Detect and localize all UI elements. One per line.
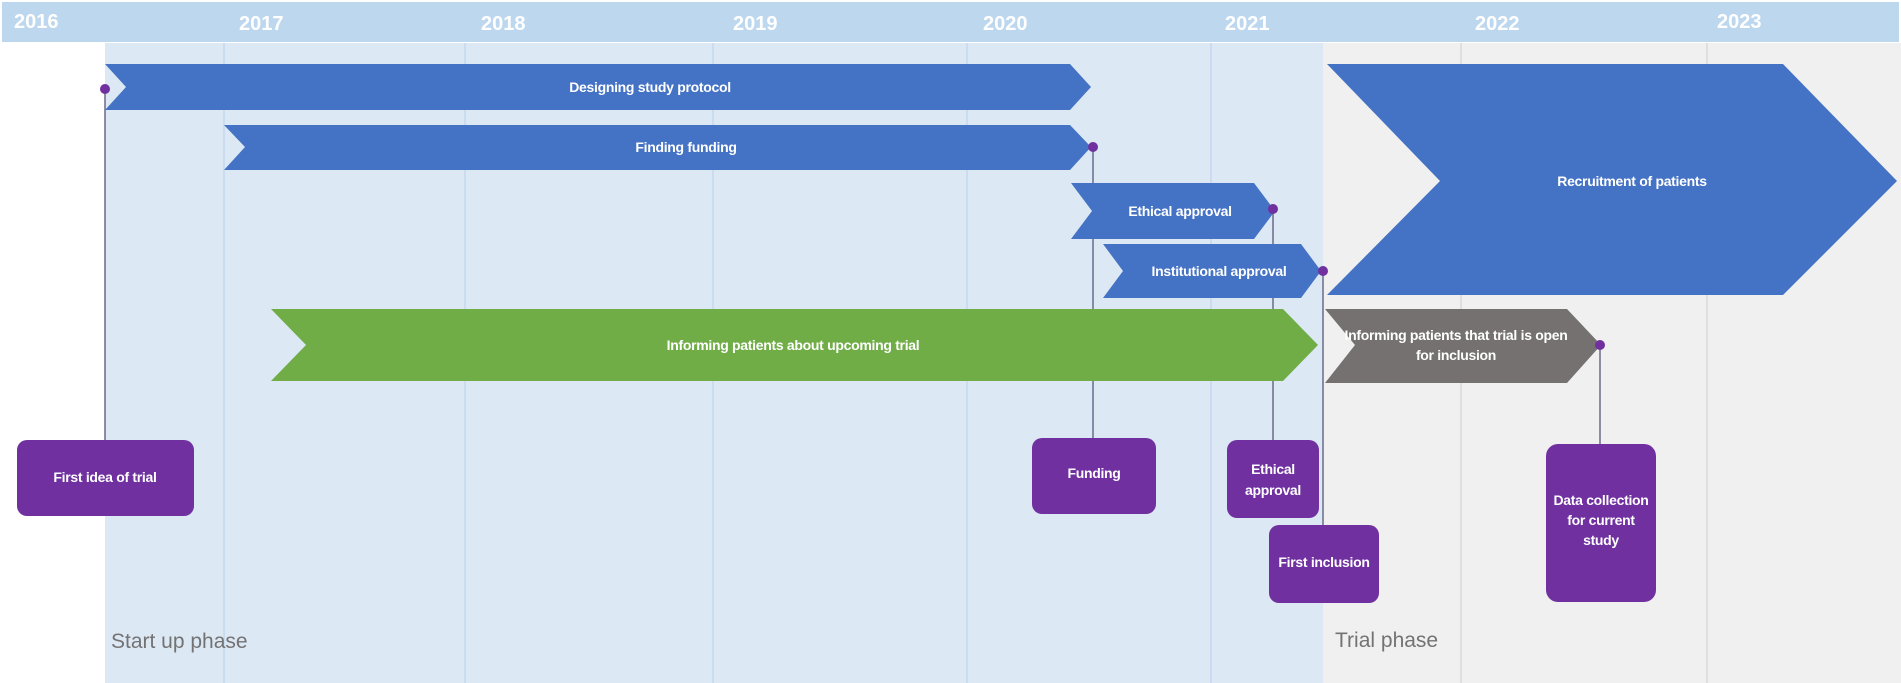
- svg-text:Funding: Funding: [1067, 465, 1120, 481]
- year-label-2018: 2018: [481, 13, 526, 35]
- bar-recruitment-of-patients: Recruitment of patients: [1327, 64, 1897, 295]
- svg-text:for inclusion: for inclusion: [1416, 347, 1496, 363]
- milestone-dot-ethical-approval: [1268, 204, 1278, 214]
- svg-text:study: study: [1583, 532, 1619, 548]
- bar-designing-study-protocol: Designing study protocol: [105, 64, 1091, 110]
- year-label-2020: 2020: [983, 13, 1028, 35]
- svg-text:for current: for current: [1567, 512, 1635, 528]
- svg-text:First inclusion: First inclusion: [1278, 554, 1369, 570]
- milestone-dot-first-inclusion: [1318, 266, 1328, 276]
- milestone-dot-first-idea: [100, 84, 110, 94]
- svg-text:Finding funding: Finding funding: [635, 139, 736, 155]
- milestone-data-collection: Data collection for current study: [1546, 444, 1656, 602]
- milestone-dot-funding: [1088, 142, 1098, 152]
- milestone-first-inclusion: First inclusion: [1269, 525, 1379, 603]
- year-label-2021: 2021: [1225, 13, 1270, 35]
- milestone-dots: [100, 84, 1605, 350]
- year-label-2019: 2019: [733, 13, 778, 35]
- svg-text:Data collection: Data collection: [1553, 492, 1648, 508]
- svg-text:approval: approval: [1245, 482, 1301, 498]
- bar-informing-patients-upcoming-trial: Informing patients about upcoming trial: [271, 309, 1318, 381]
- year-label-2023: 2023: [1717, 11, 1762, 33]
- year-label-2016: 2016: [14, 11, 59, 33]
- milestone-first-idea-of-trial: First idea of trial: [17, 440, 194, 516]
- bar-ethical-approval: Ethical approval: [1071, 183, 1275, 239]
- svg-text:Informing patients about upcom: Informing patients about upcoming trial: [667, 337, 920, 353]
- milestone-funding: Funding: [1032, 438, 1156, 514]
- bar-informing-patients-trial-open: Informing patients that trial is open fo…: [1325, 309, 1601, 383]
- phase-label-trial: Trial phase: [1335, 629, 1438, 652]
- year-label-2022: 2022: [1475, 13, 1520, 35]
- milestone-ethical-approval: Ethical approval: [1227, 440, 1319, 518]
- svg-text:Informing patients that trial: Informing patients that trial is open: [1344, 327, 1567, 343]
- svg-text:First idea of trial: First idea of trial: [53, 469, 156, 485]
- phase-label-startup: Start up phase: [111, 630, 248, 653]
- bar-finding-funding: Finding funding: [224, 125, 1091, 170]
- milestone-dot-data-collection: [1595, 340, 1605, 350]
- svg-text:Ethical: Ethical: [1251, 461, 1295, 477]
- year-header-band: [2, 2, 1899, 42]
- bar-institutional-approval: Institutional approval: [1103, 244, 1321, 298]
- svg-text:Ethical approval: Ethical approval: [1128, 203, 1231, 219]
- svg-text:Recruitment of patients: Recruitment of patients: [1557, 173, 1707, 189]
- svg-text:Designing study protocol: Designing study protocol: [569, 79, 731, 95]
- svg-text:Institutional approval: Institutional approval: [1152, 263, 1287, 279]
- year-label-2017: 2017: [239, 13, 284, 35]
